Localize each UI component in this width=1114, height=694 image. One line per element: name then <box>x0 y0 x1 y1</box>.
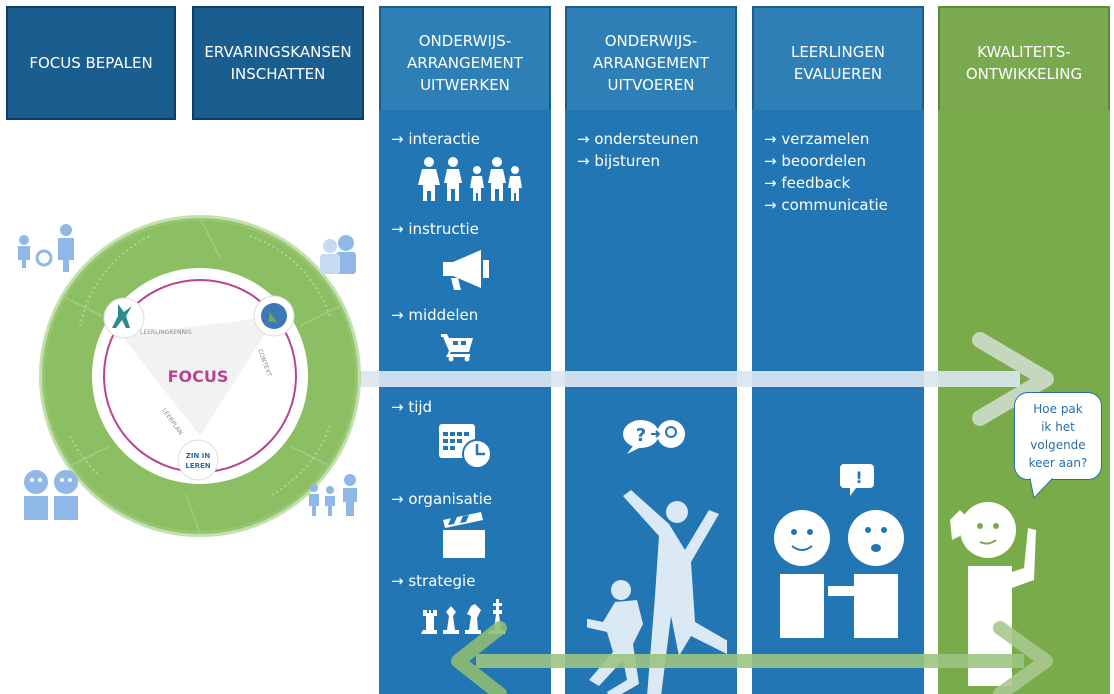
right-arrow <box>360 332 1054 426</box>
two-friends-icon <box>24 470 78 520</box>
badge-label: LEREN <box>185 462 210 470</box>
header-line: KWALITEITS- <box>977 43 1071 61</box>
question-lightbulb-icon: ? <box>623 420 685 454</box>
bubble-line: volgende <box>1030 438 1086 452</box>
calendar-clock-icon <box>439 424 492 469</box>
header-line: ONTWIKKELING <box>965 65 1083 83</box>
item-beoordelen: → beoordelen <box>764 152 866 170</box>
column-evalueren: → verzamelen → beoordelen → feedback → c… <box>752 110 924 694</box>
svg-text:!: ! <box>855 468 862 487</box>
item-instructie: → instructie <box>391 220 479 238</box>
circle-inner-label: LEERLINGKENNIS <box>140 329 192 336</box>
header-line: FOCUS BEPALEN <box>29 54 153 72</box>
megaphone-icon <box>443 250 489 290</box>
column-uitwerken: → interactie → instructie → middelen → t… <box>379 110 551 694</box>
header-line: INSCHATTEN <box>230 65 326 83</box>
chess-pieces-icon <box>421 599 505 634</box>
header-line: UITWERKEN <box>420 76 510 94</box>
item-feedback: → feedback <box>764 174 851 192</box>
clapperboard-icon <box>443 512 485 558</box>
item-strategie: → strategie <box>391 572 476 590</box>
item-bijsturen: → bijsturen <box>577 152 660 170</box>
header-line: ONDERWIJS- <box>604 32 698 50</box>
item-interactie: → interactie <box>391 130 481 148</box>
item-organisatie: → organisatie <box>391 490 493 508</box>
header-line: ARRANGEMENT <box>593 54 709 72</box>
jumping-people-icon <box>587 490 727 694</box>
header-arrangement-uitvoeren: ONDERWIJS- ARRANGEMENT UITVOEREN <box>565 6 737 120</box>
item-ondersteunen: → ondersteunen <box>577 130 699 148</box>
bubble-line: keer aan? <box>1028 456 1088 470</box>
header-kwaliteitsontwikkeling: KWALITEITS- ONTWIKKELING <box>938 6 1110 120</box>
item-tijd: → tijd <box>391 398 433 416</box>
header-leerlingen-evalueren: LEERLINGEN EVALUEREN <box>752 6 924 120</box>
column-uitvoeren: → ondersteunen → bijsturen ? <box>565 110 737 694</box>
focus-label: FOCUS <box>168 367 229 386</box>
conversation-people-icon: ! <box>774 464 904 638</box>
bubble-line: Hoe pak <box>1033 402 1083 416</box>
header-line: ARRANGEMENT <box>407 54 523 72</box>
header-line: ERVARINGSKANSEN <box>204 43 352 61</box>
double-arrow <box>451 621 1053 694</box>
header-line: EVALUEREN <box>793 65 883 83</box>
header-ervaringskansen-inschatten: ERVARINGSKANSEN INSCHATTEN <box>192 6 364 120</box>
speech-bubble: Hoe pak ik het volgende keer aan? <box>1014 392 1102 480</box>
shopping-cart-icon <box>441 334 473 362</box>
item-verzamelen: → verzamelen <box>764 130 870 148</box>
item-communicatie: → communicatie <box>764 196 888 214</box>
header-line: ONDERWIJS- <box>418 32 512 50</box>
two-people-icon <box>320 235 356 274</box>
focus-circle-diagram: FOCUS LEERLINGKENNIS CONTEXT LEERPLAN ZI… <box>39 215 361 537</box>
family-icon <box>418 157 522 201</box>
header-line: LEERLINGEN <box>790 43 886 61</box>
svg-text:?: ? <box>636 425 646 446</box>
group-people-icon <box>309 474 357 516</box>
children-playing-icon <box>18 224 74 272</box>
bubble-tail <box>1030 478 1054 500</box>
badge-label: ZIN IN <box>186 452 211 460</box>
bubble-line: ik het <box>1041 420 1075 434</box>
item-middelen: → middelen <box>391 306 479 324</box>
header-focus-bepalen: FOCUS BEPALEN <box>6 6 176 120</box>
header-line: UITVOEREN <box>607 76 695 94</box>
